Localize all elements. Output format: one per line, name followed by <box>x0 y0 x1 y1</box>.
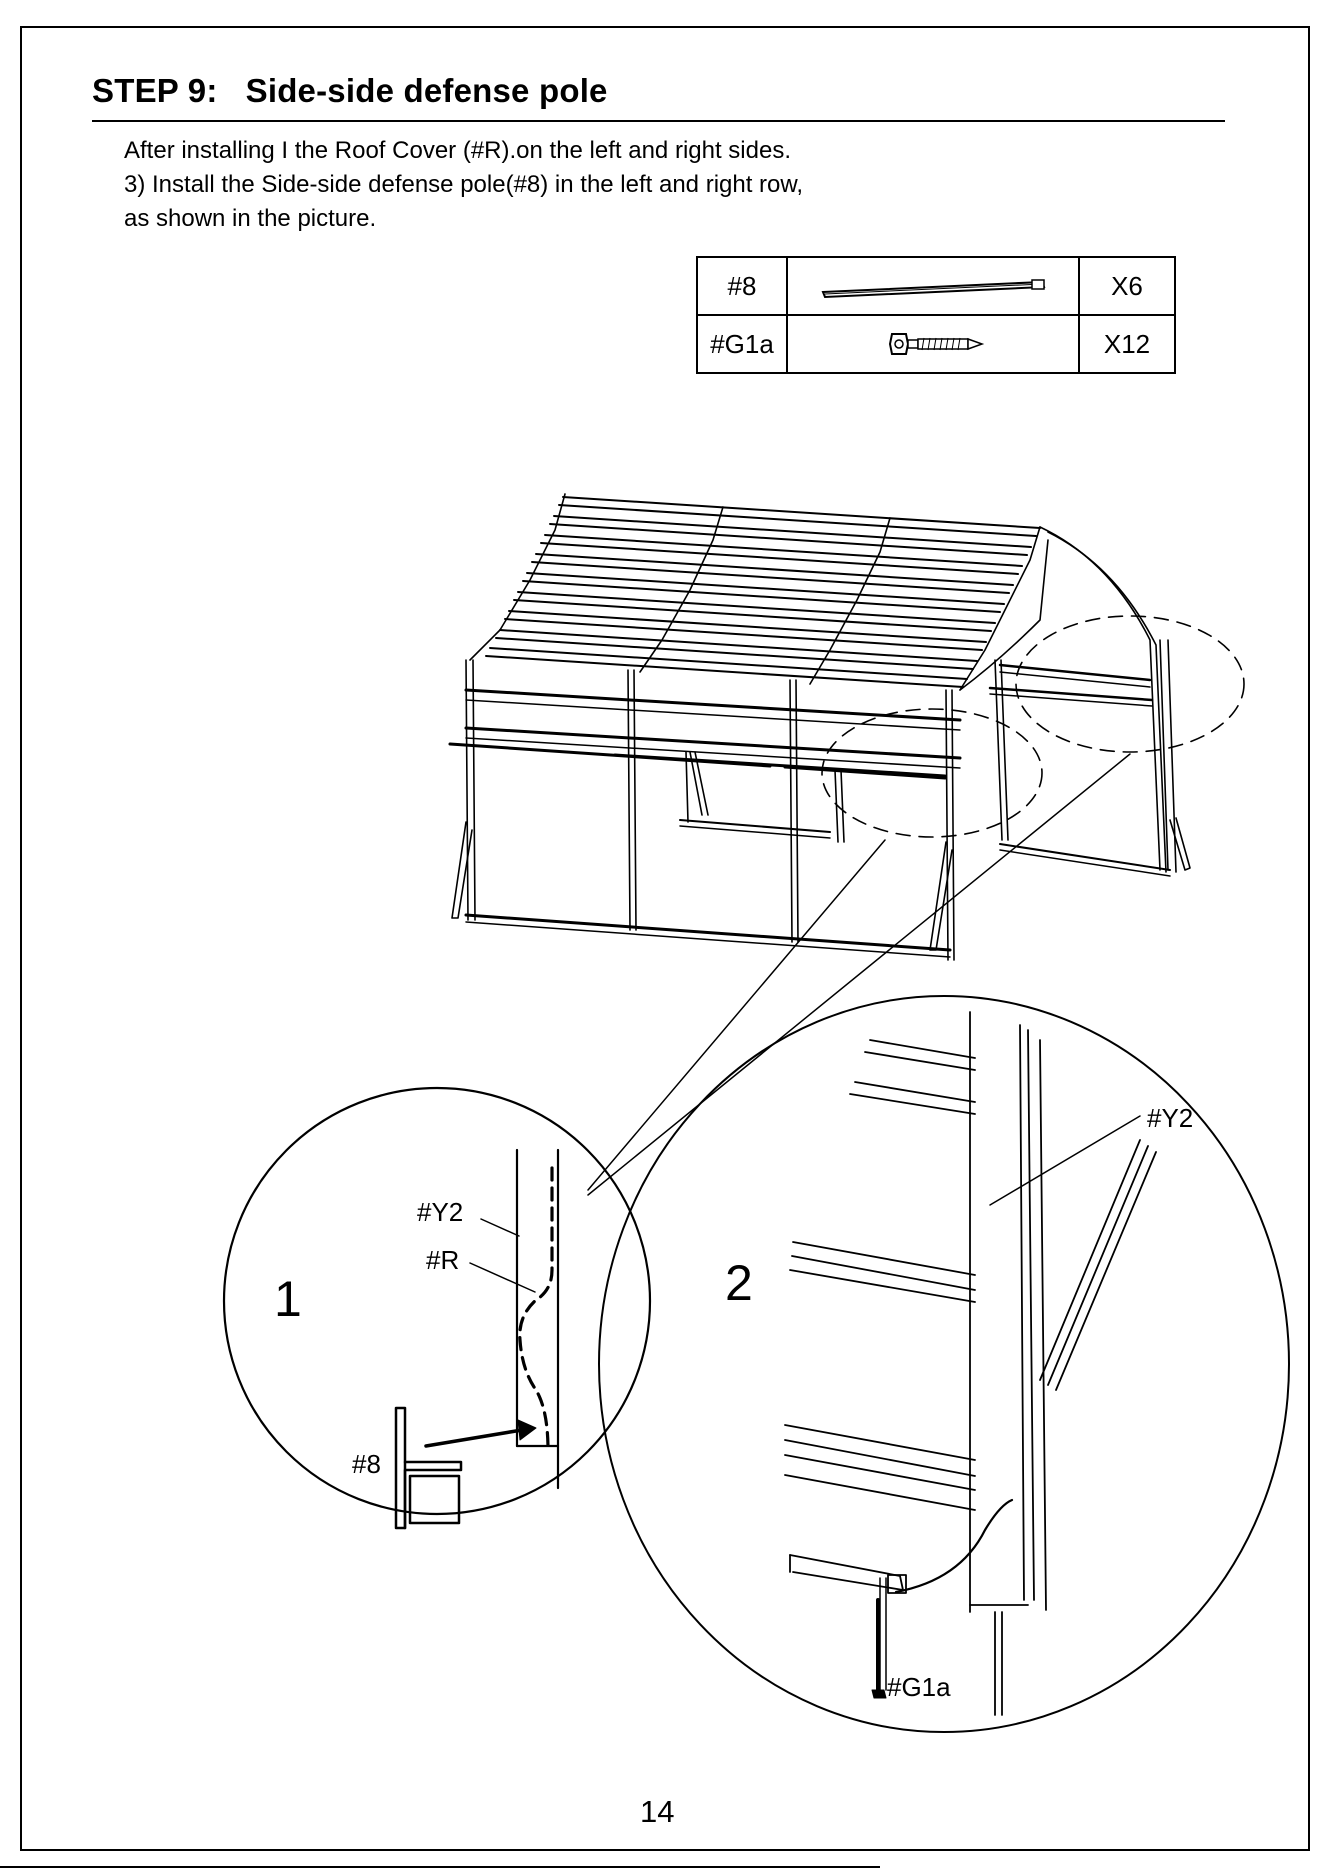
detail-2-number: 2 <box>725 1254 753 1312</box>
label-r: #R <box>426 1245 459 1276</box>
bottom-rule <box>0 1866 880 1868</box>
page-number: 14 <box>640 1794 674 1830</box>
label-8: #8 <box>352 1449 381 1480</box>
label-y2-detail2: #Y2 <box>1147 1103 1193 1134</box>
detail-1-number: 1 <box>274 1270 302 1328</box>
label-g1a: #G1a <box>887 1672 951 1703</box>
callout-ellipses <box>822 616 1244 837</box>
carport-frame <box>450 494 1190 960</box>
roof-slats <box>486 497 1040 687</box>
label-y2-detail1: #Y2 <box>417 1197 463 1228</box>
